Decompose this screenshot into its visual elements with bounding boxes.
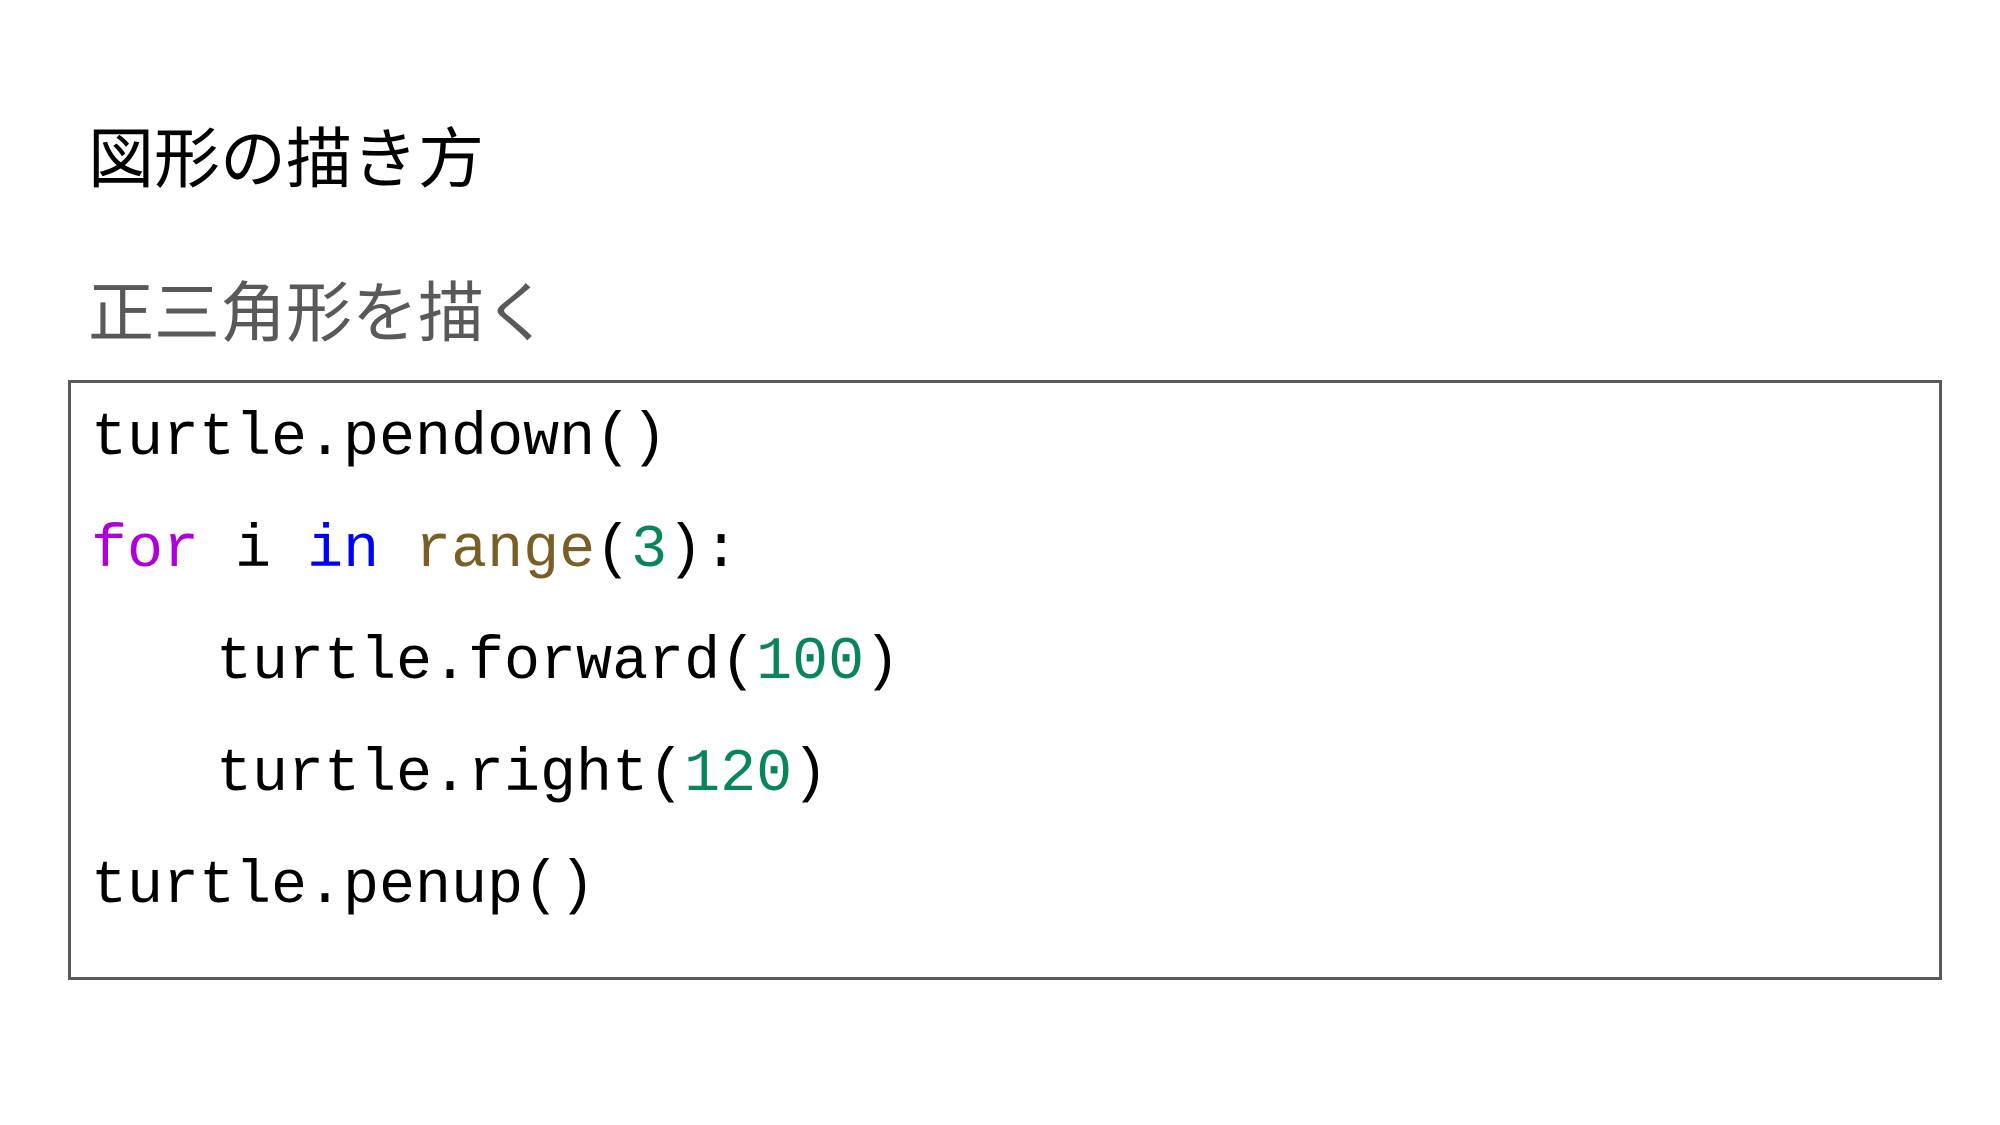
builtin-range: range <box>415 517 596 585</box>
loop-variable: i <box>235 517 272 585</box>
slide-subtitle: 正三角形を描く <box>88 275 550 352</box>
number-literal: 120 <box>684 741 793 809</box>
open-paren: ( <box>595 517 632 585</box>
code-call: turtle.forward( <box>216 629 757 697</box>
close-paren: ) <box>792 741 829 809</box>
code-line-penup: turtle.penup() <box>91 831 595 943</box>
close-paren: ) <box>864 629 901 697</box>
slide-title: 図形の描き方 <box>88 121 484 198</box>
code-space <box>199 517 235 585</box>
code-space <box>379 517 415 585</box>
number-literal: 3 <box>631 517 668 585</box>
keyword-for: for <box>91 517 200 585</box>
keyword-in: in <box>307 517 380 585</box>
number-literal: 100 <box>756 629 865 697</box>
code-call: turtle.right( <box>216 741 685 809</box>
code-line-forward: turtle.forward(100) <box>91 607 900 719</box>
code-text: turtle.pendown() <box>91 405 668 473</box>
code-block: turtle.pendown() for i in range(3): turt… <box>68 380 1942 980</box>
close-paren-colon: ): <box>667 517 740 585</box>
code-text: turtle.penup() <box>91 853 596 921</box>
code-line-for-loop: for i in range(3): <box>91 495 739 607</box>
code-line-right: turtle.right(120) <box>91 719 828 831</box>
code-space <box>271 517 307 585</box>
code-line-pendown: turtle.pendown() <box>91 383 667 495</box>
